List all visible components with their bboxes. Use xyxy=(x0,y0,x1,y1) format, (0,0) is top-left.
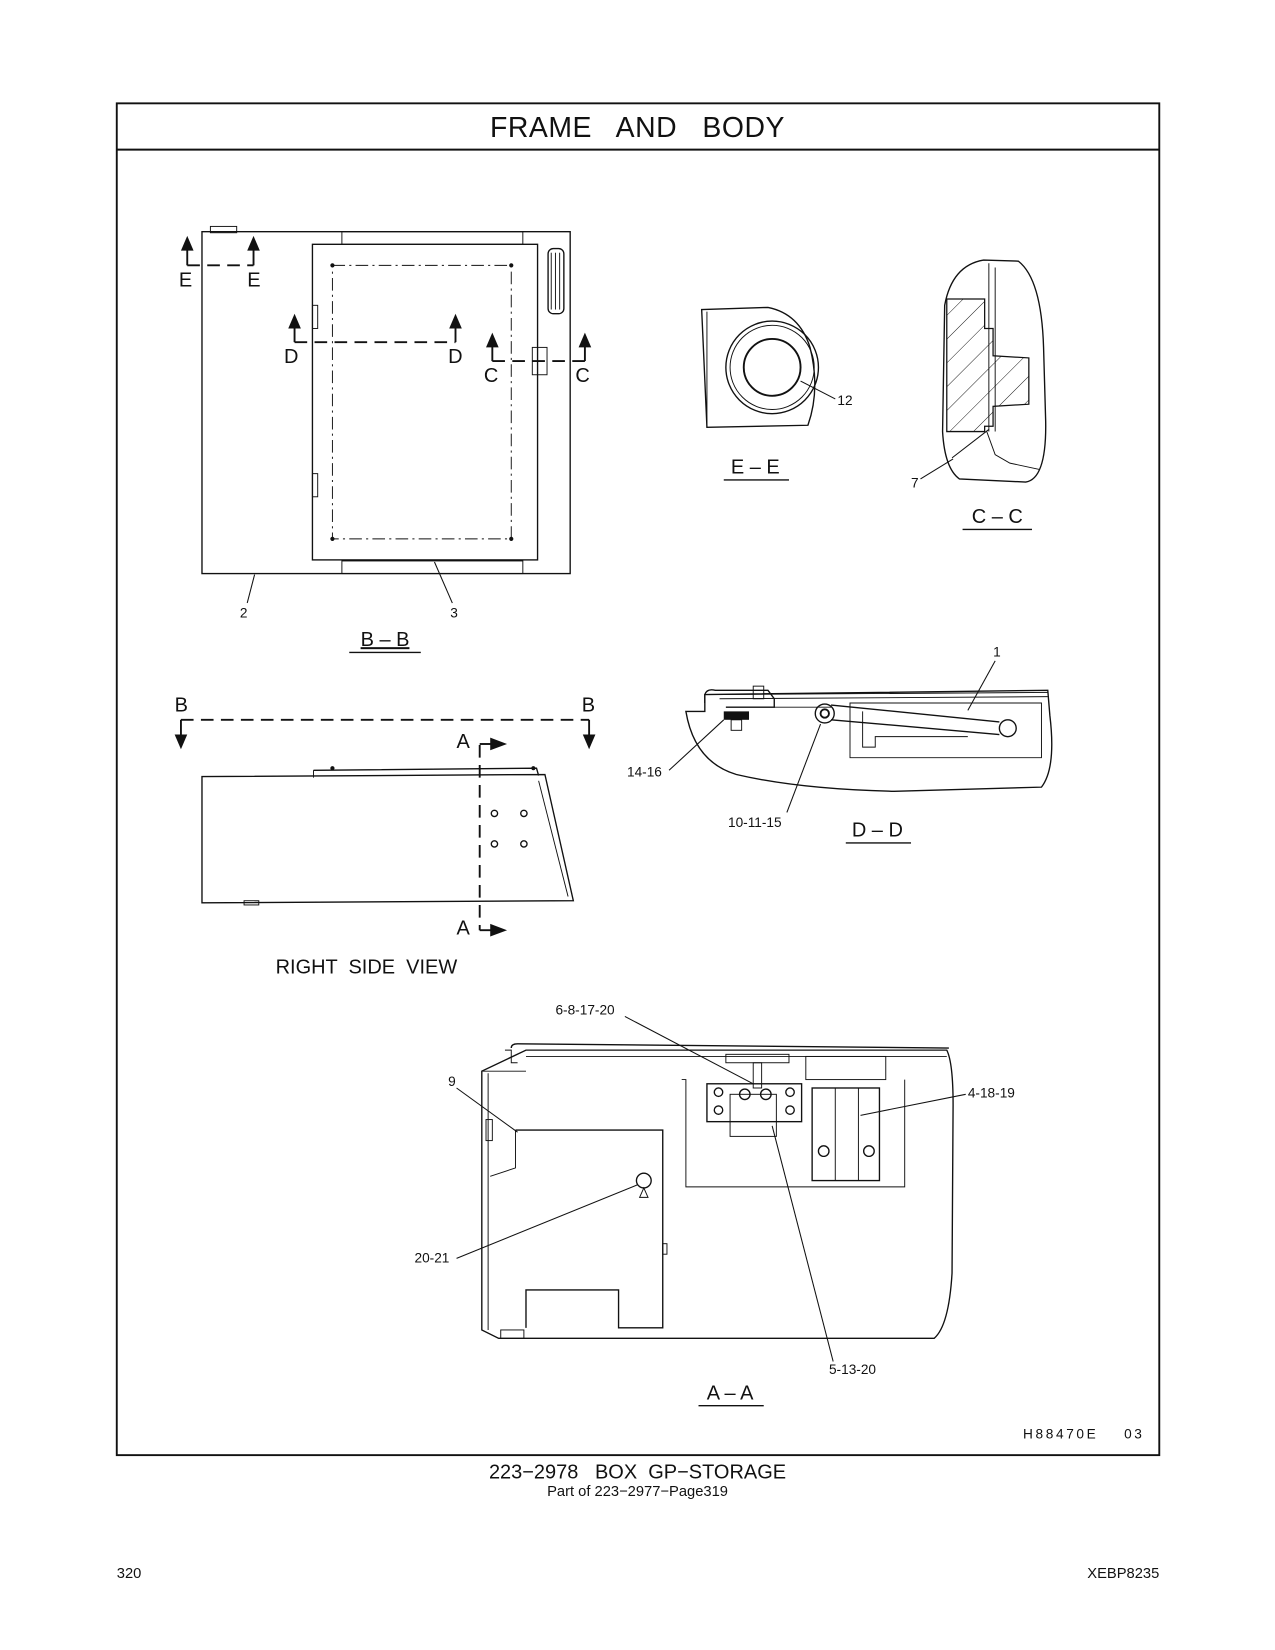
view-a-a xyxy=(456,1015,966,1362)
view-label-e-e: E – E xyxy=(731,457,780,479)
section-mark-c-right: C xyxy=(575,365,589,387)
callout-10-11-15: 10-11-15 xyxy=(728,815,782,830)
callout-12: 12 xyxy=(837,393,852,408)
view-label-d-d: D – D xyxy=(852,820,903,842)
document-id: XEBP8235 xyxy=(1087,1566,1159,1582)
drawing-title: FRAME AND BODY xyxy=(490,112,785,144)
section-mark-a-bottom: A xyxy=(457,917,471,939)
callout-7: 7 xyxy=(911,475,919,490)
view-c-c xyxy=(920,259,1047,483)
callout-3: 3 xyxy=(450,606,458,621)
page-number: 320 xyxy=(117,1566,142,1582)
section-mark-d-right: D xyxy=(448,346,462,368)
section-mark-c-left: C xyxy=(484,365,498,387)
callout-1: 1 xyxy=(993,645,1001,660)
view-e-e xyxy=(700,306,836,429)
section-mark-d-left: D xyxy=(284,346,298,368)
view-label-c-c: C – C xyxy=(972,506,1023,528)
callout-5-13-20: 5-13-20 xyxy=(829,1362,876,1377)
drawing-frame xyxy=(115,102,1161,1457)
section-mark-e-left: E xyxy=(179,269,192,291)
section-mark-b-left: B xyxy=(175,694,188,716)
callout-14-16: 14-16 xyxy=(627,765,662,780)
callout-4-18-19: 4-18-19 xyxy=(968,1085,1015,1100)
callout-6-8-17-20: 6-8-17-20 xyxy=(555,1002,615,1017)
part-subtitle: Part of 223−2977−Page319 xyxy=(547,1484,728,1500)
view-b-b xyxy=(180,225,592,604)
right-side-view xyxy=(174,718,596,937)
section-mark-a-top: A xyxy=(457,731,471,753)
view-label-b-b: B – B xyxy=(361,629,410,651)
callout-20-21: 20-21 xyxy=(414,1251,449,1266)
callout-2: 2 xyxy=(240,606,248,621)
view-d-d xyxy=(668,660,1053,813)
illustration-code: H88470E 03 xyxy=(1023,1426,1145,1441)
section-mark-e-right: E xyxy=(247,269,260,291)
view-label-right-side: RIGHT SIDE VIEW xyxy=(276,956,458,978)
callout-9: 9 xyxy=(448,1074,456,1089)
view-label-a-a: A – A xyxy=(707,1382,754,1404)
section-mark-b-right: B xyxy=(582,694,595,716)
part-number-title: 223−2978 BOX GP−STORAGE xyxy=(489,1461,786,1483)
